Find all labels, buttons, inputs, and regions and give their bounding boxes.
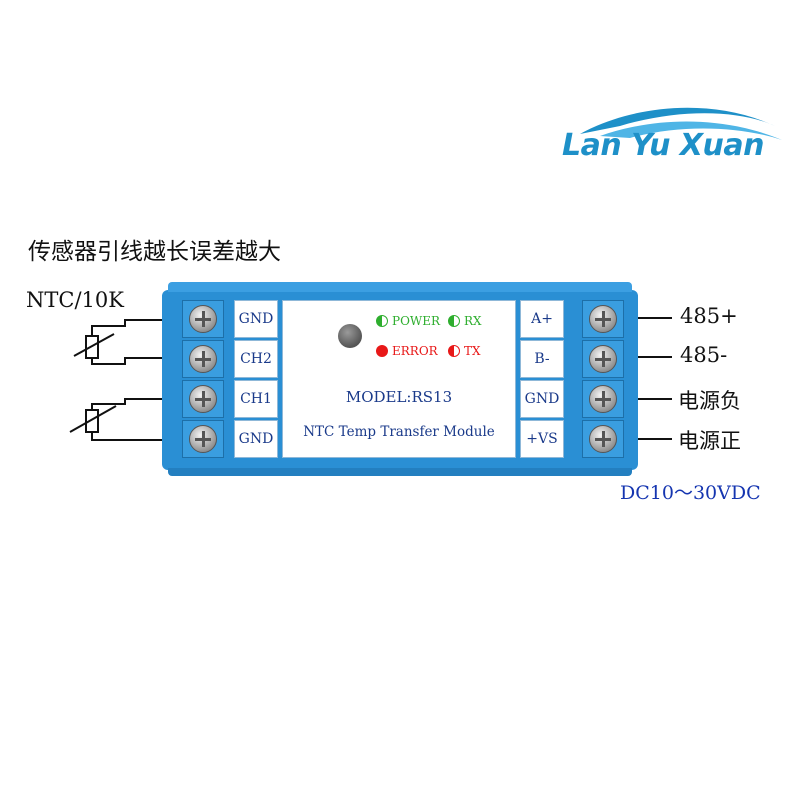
label-485-minus: 485- [680, 343, 728, 367]
wire-sensor1-ch2 [91, 357, 185, 365]
screw-icon [189, 425, 217, 453]
screw-icon [189, 385, 217, 413]
wire-sensor2-gnd [91, 432, 185, 441]
right-terminal-1[interactable] [582, 300, 624, 338]
led-error-indicator: ERROR [376, 344, 438, 358]
screw-icon [589, 305, 617, 333]
right-terminal-3[interactable] [582, 380, 624, 418]
left-terminal-2[interactable] [182, 340, 224, 378]
module-description: NTC Temp Transfer Module [303, 424, 495, 440]
model-number: MODEL:RS13 [345, 388, 453, 406]
screw-icon [189, 305, 217, 333]
led-tx-indicator: TX [448, 344, 481, 358]
module-label-panel [282, 300, 516, 458]
led-green-icon [376, 315, 388, 327]
brand-logo: Lan Yu Xuan [562, 128, 764, 163]
right-pin-gnd: GND [520, 380, 564, 418]
left-terminal-4[interactable] [182, 420, 224, 458]
left-pin-gnd-top: GND [234, 300, 278, 338]
led-power-indicator: POWER [376, 314, 440, 328]
wire-sensor2-ch1 [91, 398, 185, 410]
left-pin-ch1: CH1 [234, 380, 278, 418]
label-power-negative: 电源负 [678, 389, 741, 413]
left-pin-gnd-bottom: GND [234, 420, 278, 458]
sensor-type-label: NTC/10K [26, 288, 124, 312]
cable-length-warning: 传感器引线越长误差越大 [28, 239, 281, 265]
led-red-icon [376, 345, 388, 357]
wire-sensor1-gnd [91, 319, 185, 336]
right-pin-a-plus: A+ [520, 300, 564, 338]
module-top-rail [168, 282, 632, 292]
right-pin-b-minus: B- [520, 340, 564, 378]
right-terminal-4[interactable] [582, 420, 624, 458]
thermistor-1-arrow [73, 333, 115, 357]
screw-icon [589, 345, 617, 373]
module-bottom-rail [168, 468, 632, 476]
screw-icon [189, 345, 217, 373]
right-pin-vs: +VS [520, 420, 564, 458]
left-pin-ch2: CH2 [234, 340, 278, 378]
led-power-label: POWER [392, 314, 441, 328]
reset-button-icon[interactable] [338, 324, 362, 348]
led-red-icon [448, 345, 460, 357]
left-terminal-1[interactable] [182, 300, 224, 338]
screw-icon [589, 425, 617, 453]
logo-swoosh-icon [580, 107, 782, 140]
led-rx-label: RX [464, 314, 482, 328]
screw-icon [589, 385, 617, 413]
label-485-plus: 485+ [680, 304, 738, 328]
led-green-icon [448, 315, 460, 327]
supply-voltage-range: DC10～30VDC [620, 482, 761, 504]
thermistor-2-arrow [69, 405, 117, 433]
label-power-positive: 电源正 [678, 429, 741, 453]
right-terminal-2[interactable] [582, 340, 624, 378]
left-terminal-3[interactable] [182, 380, 224, 418]
led-rx-indicator: RX [448, 314, 482, 328]
led-tx-label: TX [464, 344, 481, 358]
led-error-label: ERROR [392, 344, 438, 358]
